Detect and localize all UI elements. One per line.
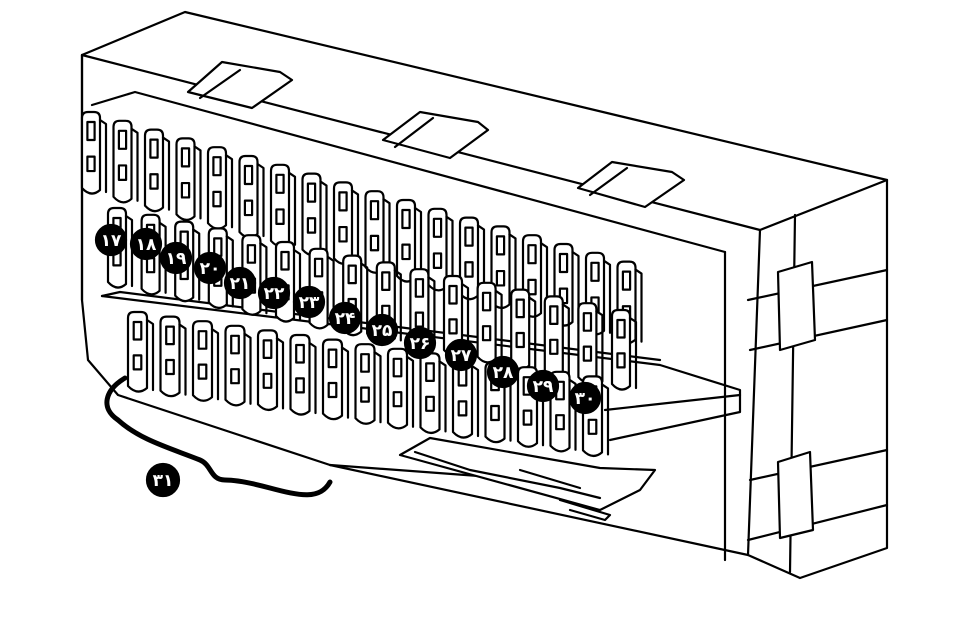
terminal-slot bbox=[427, 207, 454, 292]
terminal-slot bbox=[238, 154, 265, 239]
lower-group-bracket bbox=[104, 375, 333, 498]
terminal-slot bbox=[476, 281, 503, 364]
terminal-slot bbox=[301, 172, 328, 257]
callout-label: ۲۴ bbox=[335, 309, 356, 329]
terminal-slot bbox=[269, 163, 297, 248]
callout-marker: ۱۷ bbox=[94, 223, 128, 257]
group-callout-marker: ۳۱ bbox=[145, 462, 181, 498]
terminal-slot bbox=[143, 128, 171, 213]
terminal-slot bbox=[224, 324, 252, 407]
callout-marker: ۲۲ bbox=[257, 276, 291, 310]
callout-label: ۱۹ bbox=[166, 249, 187, 269]
callout-marker: ۲۵ bbox=[365, 313, 399, 347]
terminal-slot bbox=[577, 302, 604, 384]
terminal-slot bbox=[126, 310, 155, 393]
terminal-slot bbox=[458, 216, 486, 301]
callout-marker: ۳۰ bbox=[568, 381, 602, 415]
callout-label: ۲۱ bbox=[230, 274, 251, 294]
callout-label: ۲۸ bbox=[493, 363, 514, 383]
callout-marker: ۲۰ bbox=[193, 251, 227, 285]
callout-marker: ۲۷ bbox=[444, 338, 478, 372]
group-callout-label: ۳۱ bbox=[153, 471, 174, 491]
callout-marker: ۲۴ bbox=[328, 301, 362, 335]
callout-marker: ۱۹ bbox=[159, 241, 193, 275]
terminal-slot bbox=[321, 338, 350, 421]
callout-label: ۲۵ bbox=[372, 321, 393, 341]
callout-label: ۱۸ bbox=[136, 235, 157, 255]
callout-label: ۲۷ bbox=[451, 346, 472, 366]
callout-markers: ۱۷ ۱۸ ۱۹ ۲۰ ۲۱ ۲۲ ۲۳ ۲۴ ۲۵ ۲۶ ۲۷ ۲۸ ۲۹ ۳۰ ۳۱ bbox=[94, 223, 602, 498]
top-latches bbox=[186, 60, 686, 209]
terminal-slot bbox=[175, 137, 202, 221]
terminal-slot bbox=[364, 190, 391, 274]
callout-marker: ۲۳ bbox=[292, 285, 326, 319]
callout-label: ۲۲ bbox=[264, 284, 285, 304]
terminal-slot bbox=[191, 320, 220, 402]
callout-label: ۱۷ bbox=[101, 231, 122, 251]
callout-label: ۲۳ bbox=[299, 293, 320, 313]
terminal-slot bbox=[112, 119, 139, 204]
terminal-slot bbox=[159, 315, 187, 398]
terminal-slot bbox=[354, 343, 382, 425]
callout-marker: ۱۸ bbox=[129, 227, 163, 261]
terminal-slot bbox=[256, 329, 285, 411]
terminal-slot bbox=[80, 110, 108, 195]
callout-label: ۲۰ bbox=[200, 259, 221, 279]
callout-marker: ۲۱ bbox=[223, 266, 257, 300]
callout-marker: ۲۶ bbox=[403, 326, 437, 360]
terminal-slot bbox=[510, 288, 537, 371]
terminal-slot bbox=[395, 198, 423, 283]
terminal-slot bbox=[386, 347, 415, 430]
callout-label: ۲۶ bbox=[410, 334, 431, 354]
terminal-slot bbox=[610, 308, 638, 391]
callout-marker: ۲۸ bbox=[486, 355, 520, 389]
terminal-slot bbox=[442, 274, 470, 357]
callout-label: ۲۹ bbox=[533, 377, 554, 397]
callout-label: ۳۰ bbox=[575, 389, 596, 409]
terminal-slot bbox=[289, 333, 317, 416]
terminal-slot bbox=[419, 352, 447, 434]
callout-marker: ۲۹ bbox=[526, 369, 560, 403]
